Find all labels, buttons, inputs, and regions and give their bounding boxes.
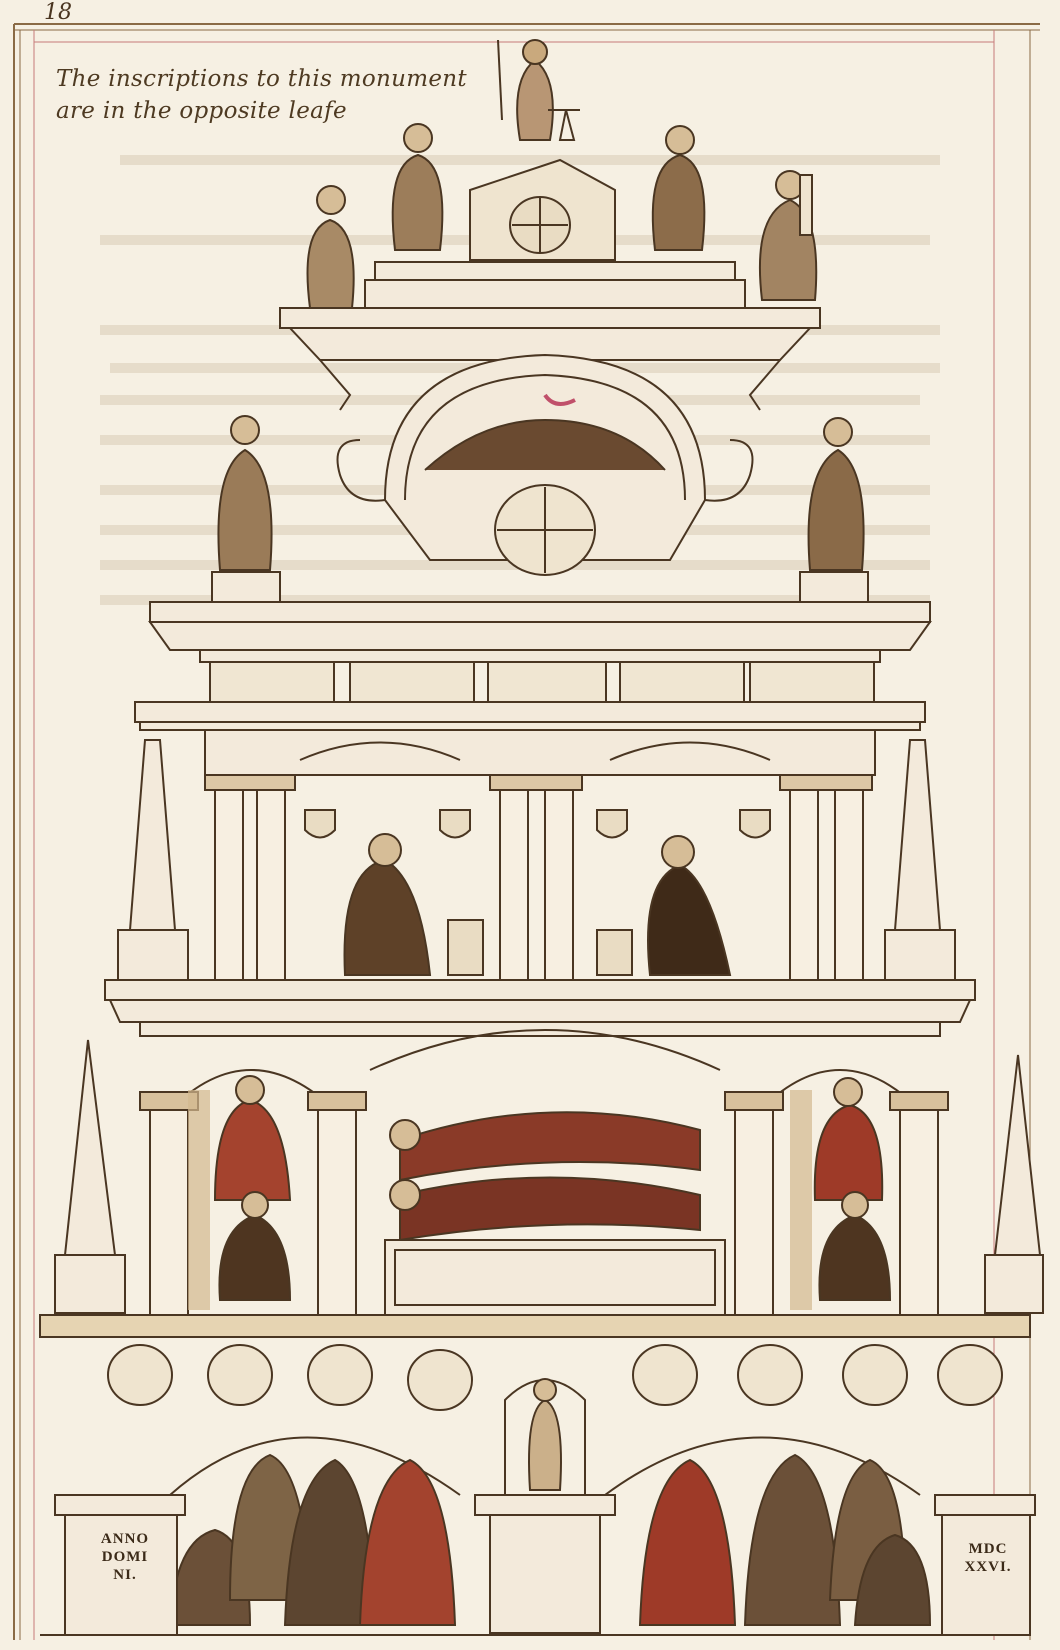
- outer-obelisks: [54, 1039, 1044, 1314]
- middle-pinnacles: [117, 739, 956, 981]
- middle-storey: [104, 729, 976, 1023]
- top-statue: [651, 125, 706, 251]
- page-number: 18: [44, 0, 72, 25]
- year-line-2: XXVI.: [964, 1559, 1012, 1575]
- page-ruling: [13, 23, 1040, 1640]
- kneeling-children: [168, 1453, 932, 1626]
- anno-domini-line-2: DOMI: [101, 1549, 149, 1565]
- inscription-note-line-1: The inscriptions to this monument: [56, 66, 467, 92]
- base-shields: [107, 1344, 1003, 1411]
- anno-domini-line-1: ANNO: [100, 1531, 150, 1547]
- anno-domini-line-3: NI.: [113, 1567, 137, 1583]
- upper-entablature: [134, 601, 932, 731]
- top-statue: [391, 123, 444, 251]
- upper-side-statues: [211, 415, 869, 603]
- year-label: MDC XXVI.: [948, 1540, 1028, 1576]
- top-statue: [306, 185, 355, 309]
- inscription-note-line-2: are in the opposite leafe: [56, 98, 347, 124]
- upper-arch: [336, 353, 754, 576]
- lower-storey: [39, 1021, 1031, 1338]
- top-pediment: [279, 39, 821, 411]
- anno-domini-label: ANNO DOMI NI.: [80, 1530, 170, 1584]
- base-plinths: [40, 1494, 1036, 1636]
- year-line-1: MDC: [968, 1541, 1008, 1557]
- top-statue: [758, 170, 818, 301]
